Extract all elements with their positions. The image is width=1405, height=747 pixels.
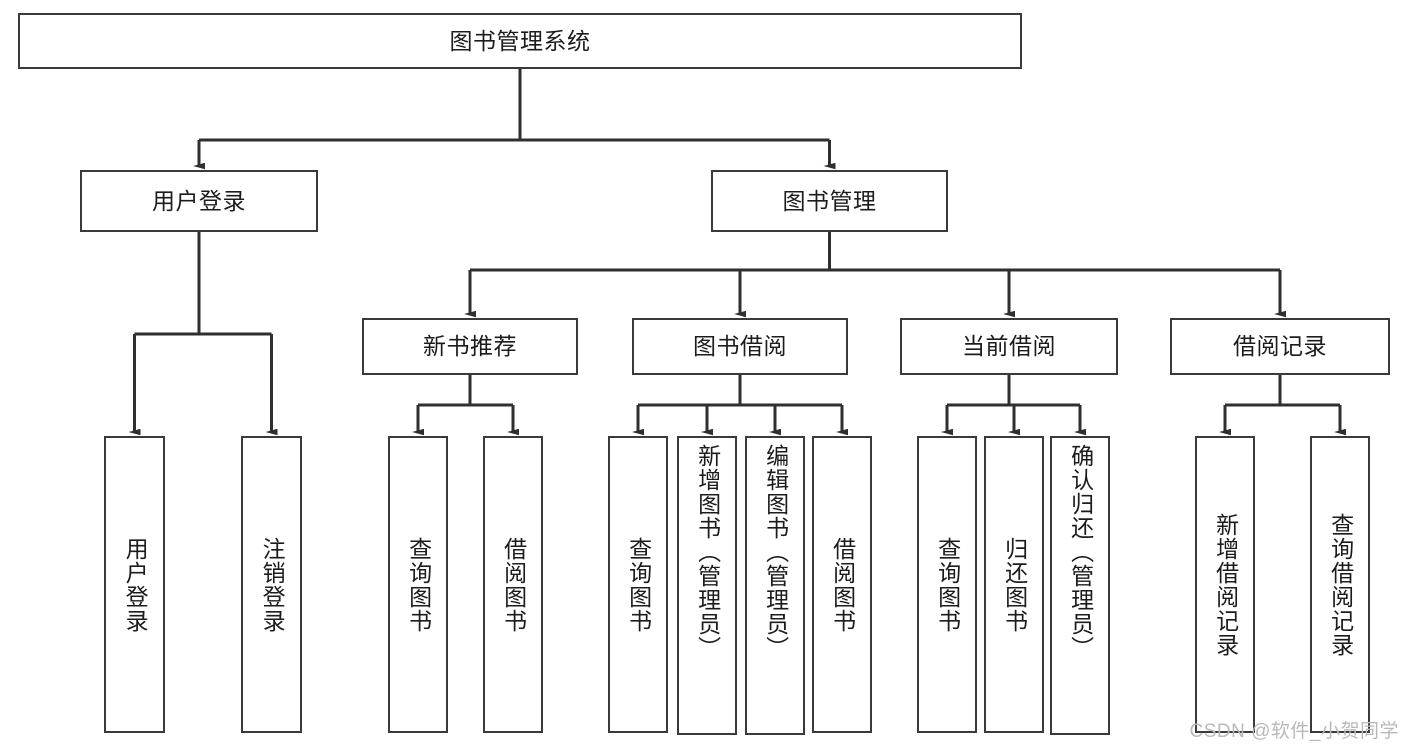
leaf-add-record-label: 新增借阅记录 xyxy=(1212,512,1239,657)
node-borrow-record[interactable]: 借阅记录 xyxy=(1170,318,1390,375)
node-current-borrow-label: 当前借阅 xyxy=(962,333,1056,360)
node-book-borrow-label: 图书借阅 xyxy=(693,333,787,360)
node-new-book-recommend[interactable]: 新书推荐 xyxy=(362,318,578,375)
leaf-add-record[interactable]: 新增借阅记录 xyxy=(1195,436,1255,733)
leaf-borrow-book-1-label: 借阅图书 xyxy=(500,536,527,633)
leaf-return-book[interactable]: 归还图书 xyxy=(984,436,1044,733)
node-root-label: 图书管理系统 xyxy=(449,27,591,54)
leaf-borrow-book-1[interactable]: 借阅图书 xyxy=(483,436,543,733)
leaf-logout[interactable]: 注销登录 xyxy=(241,436,302,733)
leaf-query-book-3[interactable]: 查询图书 xyxy=(917,436,977,733)
leaf-edit-book[interactable]: 编辑图书（管理员） xyxy=(745,436,805,735)
node-user-login[interactable]: 用户登录 xyxy=(80,170,318,232)
node-book-management[interactable]: 图书管理 xyxy=(711,170,948,232)
leaf-query-record-label: 查询借阅记录 xyxy=(1327,512,1354,657)
leaf-edit-book-label: 编辑图书（管理员） xyxy=(762,444,789,660)
node-borrow-record-label: 借阅记录 xyxy=(1233,333,1327,360)
leaf-query-book-1[interactable]: 查询图书 xyxy=(388,436,448,733)
leaf-user-login[interactable]: 用户登录 xyxy=(104,436,165,733)
node-user-login-label: 用户登录 xyxy=(152,187,246,214)
leaf-query-book-3-label: 查询图书 xyxy=(934,536,961,633)
leaf-query-record[interactable]: 查询借阅记录 xyxy=(1310,436,1370,733)
leaf-borrow-book-2-label: 借阅图书 xyxy=(829,536,856,633)
node-new-book-recommend-label: 新书推荐 xyxy=(423,333,517,360)
leaf-query-book-1-label: 查询图书 xyxy=(405,536,432,633)
node-book-borrow[interactable]: 图书借阅 xyxy=(632,318,848,375)
node-current-borrow[interactable]: 当前借阅 xyxy=(900,318,1118,375)
node-root[interactable]: 图书管理系统 xyxy=(18,13,1022,69)
leaf-borrow-book-2[interactable]: 借阅图书 xyxy=(812,436,872,733)
leaf-return-book-label: 归还图书 xyxy=(1001,536,1028,633)
leaf-query-book-2[interactable]: 查询图书 xyxy=(608,436,668,733)
leaf-confirm-return-label: 确认归还（管理员） xyxy=(1067,444,1094,660)
leaf-logout-label: 注销登录 xyxy=(259,536,286,633)
leaf-confirm-return[interactable]: 确认归还（管理员） xyxy=(1050,436,1110,735)
leaf-add-book[interactable]: 新增图书（管理员） xyxy=(677,436,737,735)
node-book-management-label: 图书管理 xyxy=(782,187,877,214)
leaf-user-login-label: 用户登录 xyxy=(122,536,149,633)
leaf-add-book-label: 新增图书（管理员） xyxy=(694,444,721,660)
leaf-query-book-2-label: 查询图书 xyxy=(625,536,652,633)
